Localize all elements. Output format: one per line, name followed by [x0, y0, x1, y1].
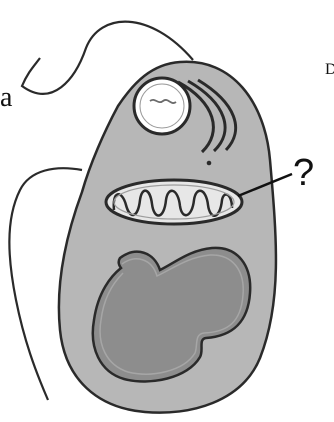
mitochondrion — [106, 180, 242, 224]
vacuole — [134, 78, 190, 134]
figure-label-a: a — [0, 84, 12, 112]
question-mark-label: ? — [293, 154, 314, 192]
golgi-vesicle — [207, 161, 212, 166]
edge-label-d: D — [325, 62, 334, 78]
